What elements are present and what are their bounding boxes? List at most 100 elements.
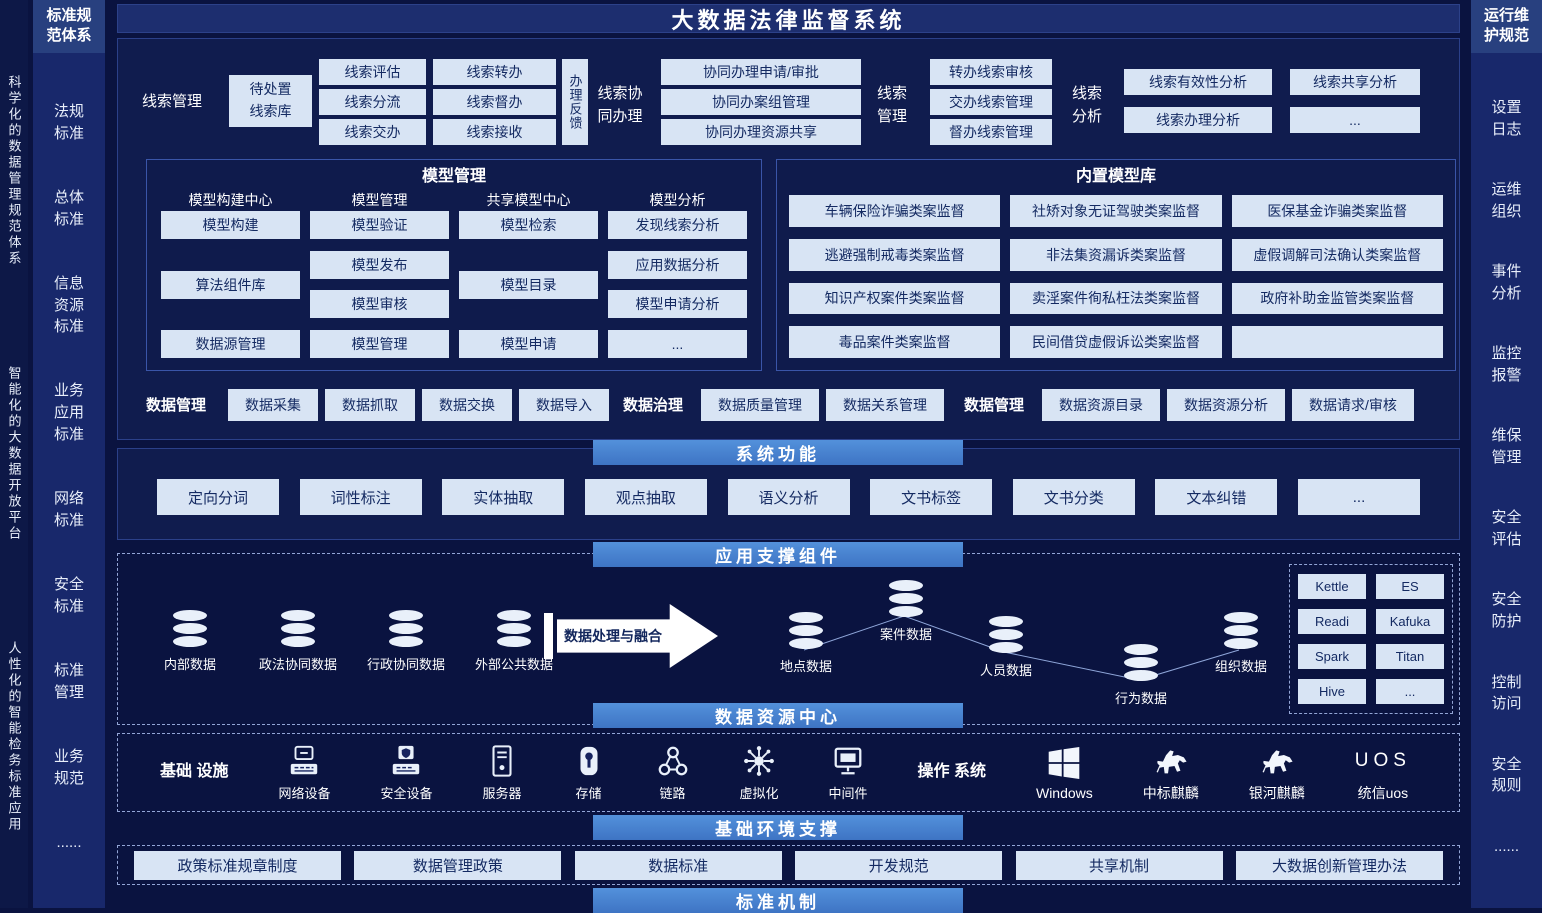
db-source-judicial: 政法协同数据 — [254, 610, 342, 673]
model-column-manage: 模型管理 模型验证模型发布模型审核模型管理 — [310, 189, 449, 358]
data-manage-label-2: 数据管理 — [964, 396, 1025, 414]
device-middleware: 中间件 — [829, 744, 868, 802]
clue-column-a: 线索评估线索分流线索交办 — [319, 59, 426, 145]
device-label: 链路 — [659, 785, 686, 801]
clue-box: 协同办理资源共享 — [661, 119, 861, 145]
policy-box: 数据标准 — [574, 850, 782, 880]
system-functions-row: 定向分词词性标注实体抽取观点抽取语义分析文书标签文书分类文本纠错... — [157, 479, 1420, 515]
db-source-public: 外部公共数据 — [470, 610, 558, 673]
infrastructure-label: 基础 设施 — [160, 763, 229, 781]
model-panel-title: 模型管理 — [421, 168, 486, 185]
standards-rail-item: 总体标准 — [53, 188, 84, 228]
kylin-icon — [1150, 742, 1192, 780]
db-label: 组织数据 — [1214, 659, 1267, 674]
model-column-header: 共享模型中心 — [486, 192, 571, 208]
data-box: 数据交换 — [422, 389, 513, 421]
pending-clue-pool-box: 待处置 线索库 — [229, 75, 312, 127]
model-library-grid: 车辆保险诈骗类案监督社矫对象无证驾驶类案监督医保基金诈骗类案监督逃避强制戒毒类案… — [789, 195, 1443, 358]
database-icon — [497, 610, 531, 647]
clue-box: 督办线索管理 — [930, 119, 1052, 145]
data-manage-label: 数据管理 — [146, 396, 207, 414]
tool-box: Hive — [1298, 679, 1366, 704]
storage-icon — [580, 746, 597, 775]
standards-rail-item: ...... — [56, 833, 82, 851]
data-box: 数据资源目录 — [1042, 389, 1161, 421]
policy-box: 共享机制 — [1015, 850, 1223, 880]
clue-collab-label: 线索协 同办理 — [597, 85, 643, 125]
operations-rail-header: 运行维 护规范 — [1471, 0, 1542, 53]
device-label: 服务器 — [482, 785, 522, 801]
clue-box: 线索接收 — [433, 119, 556, 145]
function-box: 语义分析 — [727, 479, 850, 515]
model-box: 数据源管理 — [161, 330, 300, 358]
standards-rail-item: 业务应用标准 — [53, 382, 84, 443]
data-governance-label: 数据治理 — [623, 396, 684, 414]
clue-analysis-column-1: 线索有效性分析线索办理分析 — [1124, 69, 1272, 133]
function-box: 词性标注 — [299, 479, 422, 515]
handling-feedback-box: 办理反馈 — [562, 59, 588, 145]
model-column-header: 模型构建中心 — [188, 192, 273, 208]
function-box: 文书分类 — [1012, 479, 1135, 515]
standards-rail-item: 安全标准 — [53, 576, 84, 615]
policy-box: 开发规范 — [795, 850, 1003, 880]
model-box: 模型发布 — [310, 250, 449, 279]
standards-rail-item: 标准管理 — [53, 661, 84, 701]
middleware-icon — [834, 747, 862, 774]
clue-box: 交办线索管理 — [930, 89, 1052, 115]
server-icon — [492, 744, 512, 777]
db-target-organization: 组织数据 — [1197, 612, 1285, 675]
clue-box: 线索分流 — [319, 89, 426, 115]
clue-manage-column: 转办线索审核交办线索管理督办线索管理 — [930, 59, 1052, 145]
db-target-behavior: 行为数据 — [1097, 644, 1185, 707]
virtualization-icon — [744, 745, 774, 776]
database-icon — [389, 610, 423, 647]
os-label: 操作 系统 — [917, 763, 986, 781]
environment-support-header: 基础环境支撑 — [593, 815, 963, 840]
model-library-box: 虚假调解司法确认类案监督 — [1231, 238, 1443, 271]
db-source-internal: 内部数据 — [146, 610, 234, 673]
db-label: 地点数据 — [779, 659, 832, 674]
db-target-person: 人员数据 — [962, 616, 1050, 679]
operations-rail-item: 设置日志 — [1491, 99, 1522, 138]
device-virtualization: 虚拟化 — [740, 744, 779, 802]
clue-analysis-column-2: 线索共享分析... — [1290, 69, 1420, 133]
standards-rail-items: 法规标准总体标准信息资源标准业务应用标准网络标准安全标准标准管理业务规范....… — [33, 53, 105, 909]
operations-rail-item: 控制访问 — [1491, 673, 1522, 713]
model-box: 算法组件库 — [161, 270, 300, 299]
infrastructure-section: 基础 设施 网络设备 安全设备 — [117, 733, 1460, 812]
standards-rail: 标准规 范体系 法规标准总体标准信息资源标准业务应用标准网络标准安全标准标准管理… — [33, 0, 105, 908]
db-target-case: 案件数据 — [862, 580, 950, 643]
clue-column-b: 线索转办线索督办线索接收 — [433, 59, 556, 145]
model-box: 模型目录 — [459, 270, 598, 299]
db-label: 人员数据 — [979, 663, 1032, 678]
slogan-text-2: 智能化的大数据开放平台 — [6, 365, 22, 542]
clue-box: 转办线索审核 — [930, 59, 1052, 85]
device-label: 存储 — [575, 785, 602, 801]
operations-rail-item: ...... — [1493, 837, 1519, 855]
data-box: 数据导入 — [519, 389, 610, 421]
function-box: ... — [1298, 479, 1420, 515]
policy-box: 大数据创新管理办法 — [1235, 850, 1443, 880]
device-network: 网络设备 — [278, 744, 330, 802]
db-source-administrative: 行政协同数据 — [362, 610, 450, 673]
model-box: 模型审核 — [310, 290, 449, 319]
standards-rail-item: 业务规范 — [53, 747, 84, 787]
db-label: 外部公共数据 — [474, 657, 553, 672]
model-library-box: 卖淫案件徇私枉法类案监督 — [1010, 282, 1222, 315]
tool-box: Kafuka — [1376, 609, 1444, 634]
tool-box: Spark — [1298, 644, 1366, 669]
system-functions-header: 系统功能 — [593, 440, 963, 465]
model-column-analysis: 模型分析 发现线索分析应用数据分析模型申请分析... — [608, 189, 747, 358]
operations-rail: 运行维 护规范 设置日志运维组织事件分析监控报警维保管理安全评估安全防护控制访问… — [1471, 0, 1542, 908]
os-name: Windows — [1035, 785, 1093, 801]
standard-mechanism-header: 标准机制 — [593, 888, 963, 913]
model-library-box: 逃避强制戒毒类案监督 — [789, 238, 1001, 271]
database-icon — [1224, 612, 1258, 649]
link-icon — [658, 746, 687, 775]
model-box: 模型构建 — [161, 211, 300, 239]
db-target-location: 地点数据 — [762, 612, 850, 675]
database-icon — [173, 610, 207, 647]
data-box: 数据资源分析 — [1167, 389, 1286, 421]
model-box: 应用数据分析 — [608, 250, 747, 279]
